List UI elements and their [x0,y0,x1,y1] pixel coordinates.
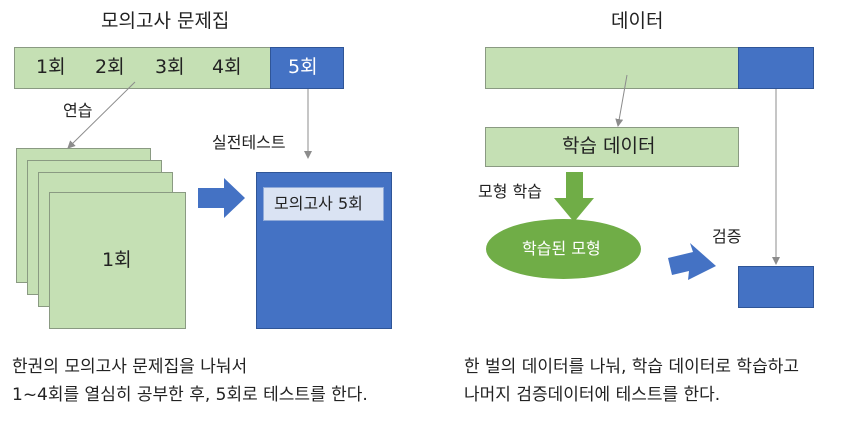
bar-segment-4: 4회 [212,56,242,78]
connector-practice [67,81,136,149]
connector-train [615,74,628,127]
right-caption: 한 벌의 데이터를 나눠, 학습 데이터로 학습하고 나머지 검증데이터에 테스… [464,353,799,409]
stack-label: 1회 [102,249,132,271]
trained-model-ellipse [486,219,641,279]
model-learning-label: 모형 학습 [478,182,542,201]
right-title: 데이터 [611,10,664,32]
left-caption-line-1: 한권의 모의고사 문제집을 나눠서 [12,357,248,377]
bar-segment-1: 1회 [36,56,66,78]
left-caption: 한권의 모의고사 문제집을 나눠서 1~4회를 열심히 공부한 후, 5회로 테… [12,353,368,409]
trained-model-label: 학습된 모형 [522,239,601,258]
train-data-label: 학습 데이터 [562,135,656,157]
big-arrow-right-left-panel [198,178,245,218]
right-caption-line-1: 한 벌의 데이터를 나눠, 학습 데이터로 학습하고 [464,357,799,377]
bar-segment-2: 2회 [95,56,125,78]
bar-segment-5: 5회 [288,56,318,78]
exam-box-label: 모의고사 5회 [274,194,363,213]
left-title: 모의고사 문제집 [101,10,230,32]
validation-label: 검증 [712,227,742,246]
data-bar [485,47,739,89]
bar-segment-3: 3회 [155,56,185,78]
right-caption-line-2: 나머지 검증데이터에 테스트를 한다. [464,385,721,405]
green-down-arrow [554,172,594,222]
exam-label: 실전테스트 [212,133,286,152]
practice-label: 연습 [63,101,93,120]
exam-box-header [263,187,384,221]
stack-page-front [49,192,186,329]
validation-box [738,266,814,308]
big-arrow-right-right-panel [668,243,716,280]
train-data-box [485,127,739,167]
left-caption-line-2: 1~4회를 열심히 공부한 후, 5회로 테스트를 한다. [12,385,368,405]
workbook-bar-test-segment [270,47,344,89]
data-bar-validation-segment [738,47,814,89]
